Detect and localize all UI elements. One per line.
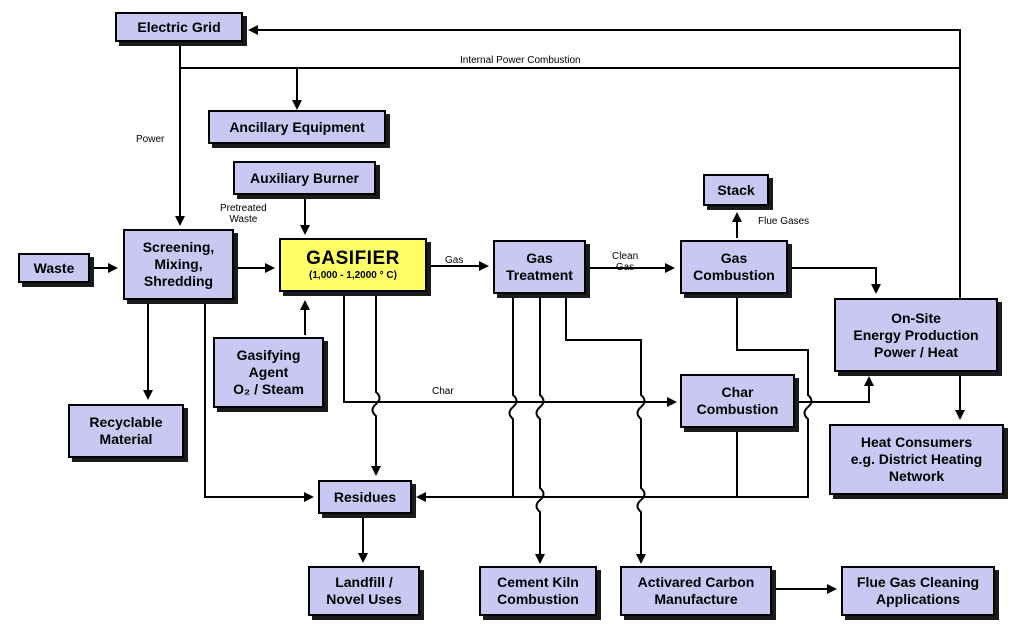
heat-consumers-line-2: e.g. District Heating: [850, 451, 983, 467]
ancillary-equipment-label: Ancillary Equipment: [229, 118, 365, 135]
gas-combustion-box: Gas Combustion: [680, 240, 788, 294]
gasifying-agent-box: Gasifying Agent O₂ / Steam: [213, 337, 324, 408]
internal-power-label: Internal Power Combustion: [460, 55, 581, 66]
landfill-line-2: Novel Uses: [326, 591, 402, 607]
cement-kiln-box: Cement Kiln Combustion: [479, 566, 597, 616]
pretreated-waste-label: Pretreated Waste: [220, 203, 267, 225]
onsite-energy-line-3: Power / Heat: [873, 343, 959, 360]
gas-treatment-line-1: Gas: [526, 250, 553, 266]
line-char: [343, 292, 677, 407]
line-combustion-residues: [416, 294, 813, 502]
line-char-energy: [799, 376, 874, 403]
gas-treatment-line-2: Treatment: [506, 267, 573, 283]
recyclable-material-line-2: Material: [99, 431, 153, 447]
heat-consumers-line-1: Heat Consumers: [860, 434, 973, 450]
residues-box: Residues: [318, 480, 412, 514]
waste-box: Waste: [18, 253, 90, 283]
power-label: Power: [136, 134, 165, 145]
screening-line-1: Screening,: [142, 239, 215, 255]
landfill-box: Landfill / Novel Uses: [308, 566, 420, 616]
screening-line-3: Shredding: [143, 273, 214, 289]
electric-grid-box: Electric Grid: [115, 12, 243, 42]
gas-combustion-line-2: Combustion: [693, 267, 775, 283]
line-screening-residues: [204, 300, 314, 502]
heat-consumers-box: Heat Consumers e.g. District Heating Net…: [829, 424, 1004, 495]
line-treatment-activated: [565, 294, 646, 564]
gas-label: Gas: [445, 255, 464, 266]
heat-consumers-line-3: Network: [888, 468, 945, 484]
screening-box: Screening, Mixing, Shredding: [123, 229, 234, 300]
pretreated-waste-line-1: Pretreated: [220, 203, 267, 214]
gasifier-subtitle: (1,000 - 1,2000 ° C): [309, 270, 397, 281]
line-combustion-energy: [788, 267, 881, 294]
activated-carbon-box: Activared Carbon Manufacture: [620, 566, 772, 616]
flue-gases-label: Flue Gases: [758, 216, 810, 227]
char-combustion-line-1: Char: [721, 384, 754, 400]
clean-gas-line-1: Clean: [612, 251, 639, 262]
residues-label: Residues: [333, 488, 397, 505]
pretreated-waste-line-2: Waste: [229, 214, 258, 225]
flue-gas-cleaning-box: Flue Gas Cleaning Applications: [841, 566, 995, 616]
screening-line-2: Mixing,: [154, 256, 203, 272]
line-gasifier-residues: [371, 292, 381, 476]
stack-box: Stack: [703, 174, 769, 206]
waste-label: Waste: [33, 259, 75, 276]
clean-gas-label: Clean Gas: [612, 251, 638, 273]
flue-gas-cleaning-line-2: Applications: [875, 591, 960, 607]
clean-gas-line-2: Gas: [615, 262, 635, 273]
cement-kiln-line-2: Combustion: [497, 591, 579, 607]
gas-combustion-line-1: Gas: [720, 250, 748, 266]
line-to-grid: [248, 25, 961, 68]
activated-carbon-line-2: Manufacture: [654, 591, 738, 607]
gasifying-agent-line-1: Gasifying: [236, 347, 301, 363]
activated-carbon-line-1: Activared Carbon: [637, 574, 755, 590]
char-combustion-line-2: Combustion: [696, 401, 779, 417]
electric-grid-label: Electric Grid: [137, 18, 221, 35]
line-treatment-cement: [535, 294, 545, 564]
onsite-energy-line-2: Energy Production: [853, 326, 979, 343]
stack-label: Stack: [717, 181, 755, 198]
onsite-energy-box: On-Site Energy Production Power / Heat: [834, 298, 998, 372]
onsite-energy-line-1: On-Site: [891, 309, 941, 326]
gas-treatment-box: Gas Treatment: [493, 240, 586, 294]
gasifier-title: GASIFIER: [306, 248, 400, 269]
gasifying-agent-line-2: Agent: [248, 364, 289, 380]
recyclable-material-line-1: Recyclable: [89, 414, 163, 430]
gasifying-agent-line-3: O₂ / Steam: [233, 381, 304, 397]
landfill-line-1: Landfill /: [335, 574, 393, 590]
cement-kiln-line-1: Cement Kiln: [497, 574, 579, 590]
auxiliary-burner-label: Auxiliary Burner: [250, 169, 359, 186]
gasifier-box: GASIFIER (1,000 - 1,2000 ° C): [279, 238, 427, 292]
line-treatment-down: [508, 294, 518, 497]
ancillary-equipment-box: Ancillary Equipment: [208, 110, 386, 144]
flue-gas-cleaning-line-1: Flue Gas Cleaning: [856, 574, 980, 590]
auxiliary-burner-box: Auxiliary Burner: [233, 161, 376, 195]
recyclable-material-box: Recyclable Material: [68, 404, 184, 458]
char-label: Char: [432, 386, 454, 397]
char-combustion-box: Char Combustion: [680, 374, 795, 428]
